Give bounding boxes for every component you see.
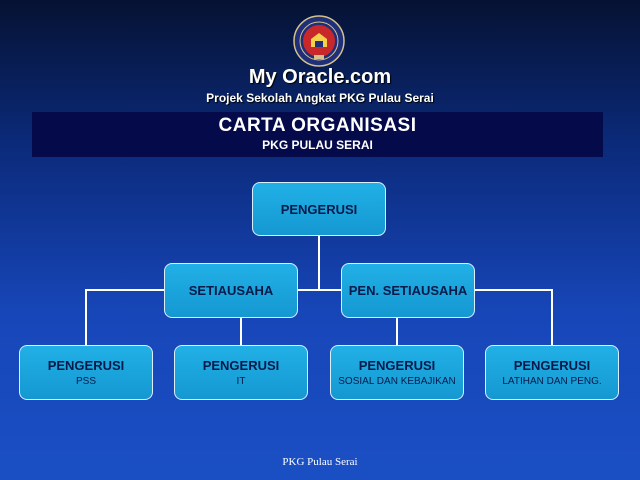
node-label: PENGERUSI <box>280 201 358 217</box>
footer-text: PKG Pulau Serai <box>282 456 358 468</box>
node-sublabel: SOSIAL DAN KEBAJIKAN <box>338 376 456 387</box>
node-sublabel: PSS <box>75 376 96 387</box>
node-label: SETIAUSAHA <box>188 283 274 298</box>
node-sublabel: IT <box>236 376 246 387</box>
node-label: PENGERUSI <box>513 358 591 373</box>
node-pengerusi-root: PENGERUSI <box>252 182 386 236</box>
node-sublabel: LATIHAN DAN PENG. <box>502 376 602 387</box>
node-label: PEN. SETIAUSAHA <box>348 283 468 298</box>
node-label: PENGERUSI <box>358 358 436 373</box>
title-banner: CARTA ORGANISASI PKG PULAU SERAI <box>32 112 603 157</box>
node-label: PENGERUSI <box>47 358 125 373</box>
site-title: My Oracle.com <box>248 66 392 88</box>
node-setiausaha: SETIAUSAHA <box>164 263 298 318</box>
connector-left-branch <box>85 289 164 346</box>
node-pen-setiausaha: PEN. SETIAUSAHA <box>341 263 475 318</box>
banner-subtitle: PKG PULAU SERAI <box>262 138 373 152</box>
site-subtitle: Projek Sekolah Angkat PKG Pulau Serai <box>206 91 434 105</box>
node-pengerusi-latihan: PENGERUSI LATIHAN DAN PENG. <box>485 345 619 400</box>
node-pengerusi-it: PENGERUSI IT <box>174 345 308 400</box>
banner-title: CARTA ORGANISASI <box>218 115 417 136</box>
node-pengerusi-sosial: PENGERUSI SOSIAL DAN KEBAJIKAN <box>330 345 464 400</box>
node-pengerusi-pss: PENGERUSI PSS <box>19 345 153 400</box>
school-crest-logo <box>293 15 345 67</box>
node-label: PENGERUSI <box>202 358 280 373</box>
connector-right-branch <box>474 289 553 346</box>
